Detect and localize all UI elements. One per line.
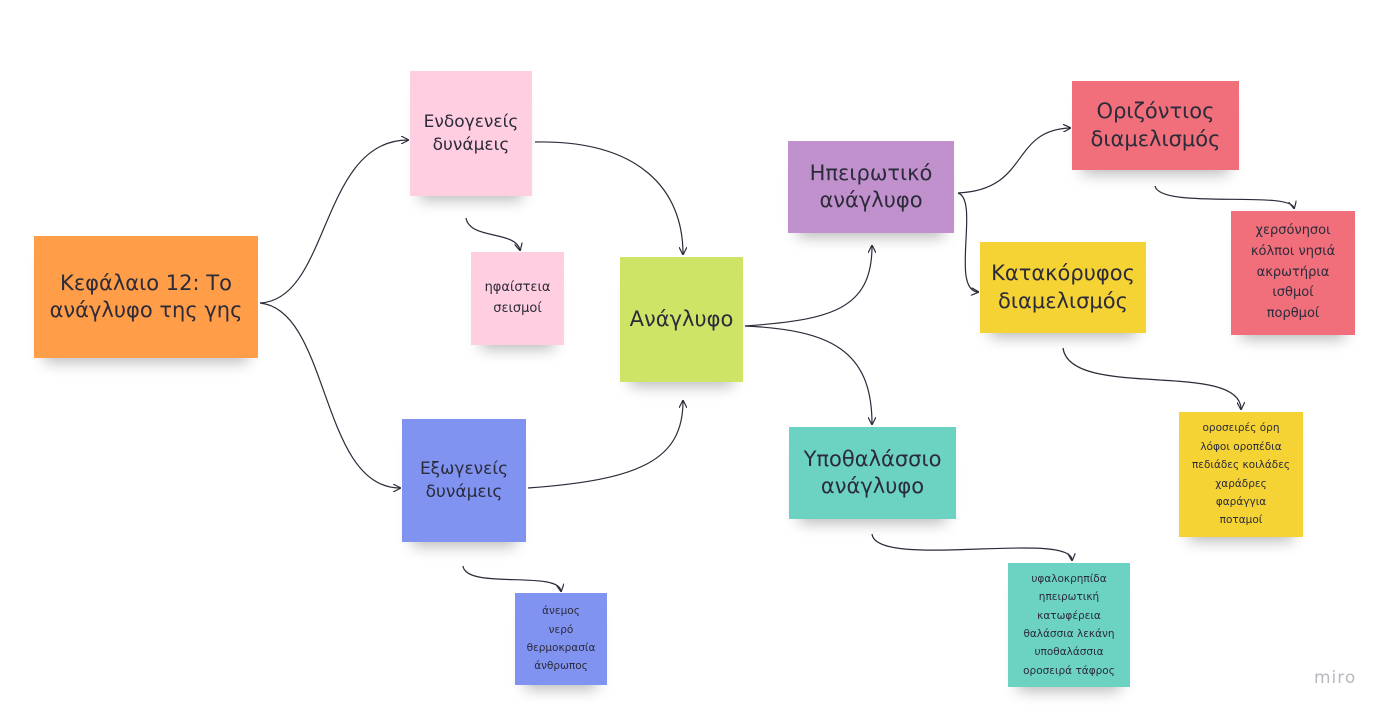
note-relief[interactable]: Ανάγλυφο bbox=[620, 257, 743, 382]
connector-horizontal-detail bbox=[1154, 185, 1294, 208]
connector-relief-submarine bbox=[744, 325, 872, 424]
connector-submarine-detail bbox=[871, 533, 1072, 560]
connector-chapter-endogenous bbox=[259, 140, 408, 304]
connector-continental-vertical bbox=[957, 192, 978, 292]
note-submarine[interactable]: Υποθαλάσσιο ανάγλυφο bbox=[789, 427, 956, 519]
note-vertical[interactable]: Κατακόρυφος διαμελισμός bbox=[980, 242, 1146, 333]
note-endogenous-detail[interactable]: ηφαίστεια σεισμοί bbox=[471, 252, 564, 345]
note-horizontal[interactable]: Οριζόντιος διαμελισμός bbox=[1072, 81, 1239, 170]
connector-relief-continental bbox=[744, 246, 872, 327]
connector-exogenous-detail bbox=[462, 565, 561, 591]
connector-endogenous-detail bbox=[465, 217, 520, 250]
note-horizontal-detail[interactable]: χερσόνησοι κόλποι νησιά ακρωτήρια ισθμοί… bbox=[1231, 211, 1355, 335]
miro-logo: miro bbox=[1314, 668, 1357, 688]
note-continental[interactable]: Ηπειρωτικό ανάγλυφο bbox=[788, 141, 954, 233]
note-submarine-detail[interactable]: υφαλοκρηπίδα ηπειρωτική κατωφέρεια θαλάσ… bbox=[1008, 563, 1130, 687]
note-vertical-detail[interactable]: οροσειρές όρη λόφοι οροπέδια πεδιάδες κο… bbox=[1179, 412, 1303, 537]
connector-chapter-exogenous bbox=[259, 302, 400, 488]
note-chapter[interactable]: Κεφάλαιο 12: Το ανάγλυφο της γης bbox=[34, 236, 258, 358]
note-endogenous[interactable]: Ενδογενείς δυνάμεις bbox=[410, 71, 532, 196]
connector-vertical-detail bbox=[1062, 347, 1241, 409]
connector-exogenous-relief bbox=[527, 401, 683, 489]
note-exogenous-detail[interactable]: άνεμος νερό θερμοκρασία άνθρωπος bbox=[515, 593, 607, 685]
connector-continental-horizontal bbox=[957, 128, 1070, 194]
connector-endogenous-relief bbox=[534, 141, 683, 254]
note-exogenous[interactable]: Εξωγενείς δυνάμεις bbox=[402, 419, 526, 542]
